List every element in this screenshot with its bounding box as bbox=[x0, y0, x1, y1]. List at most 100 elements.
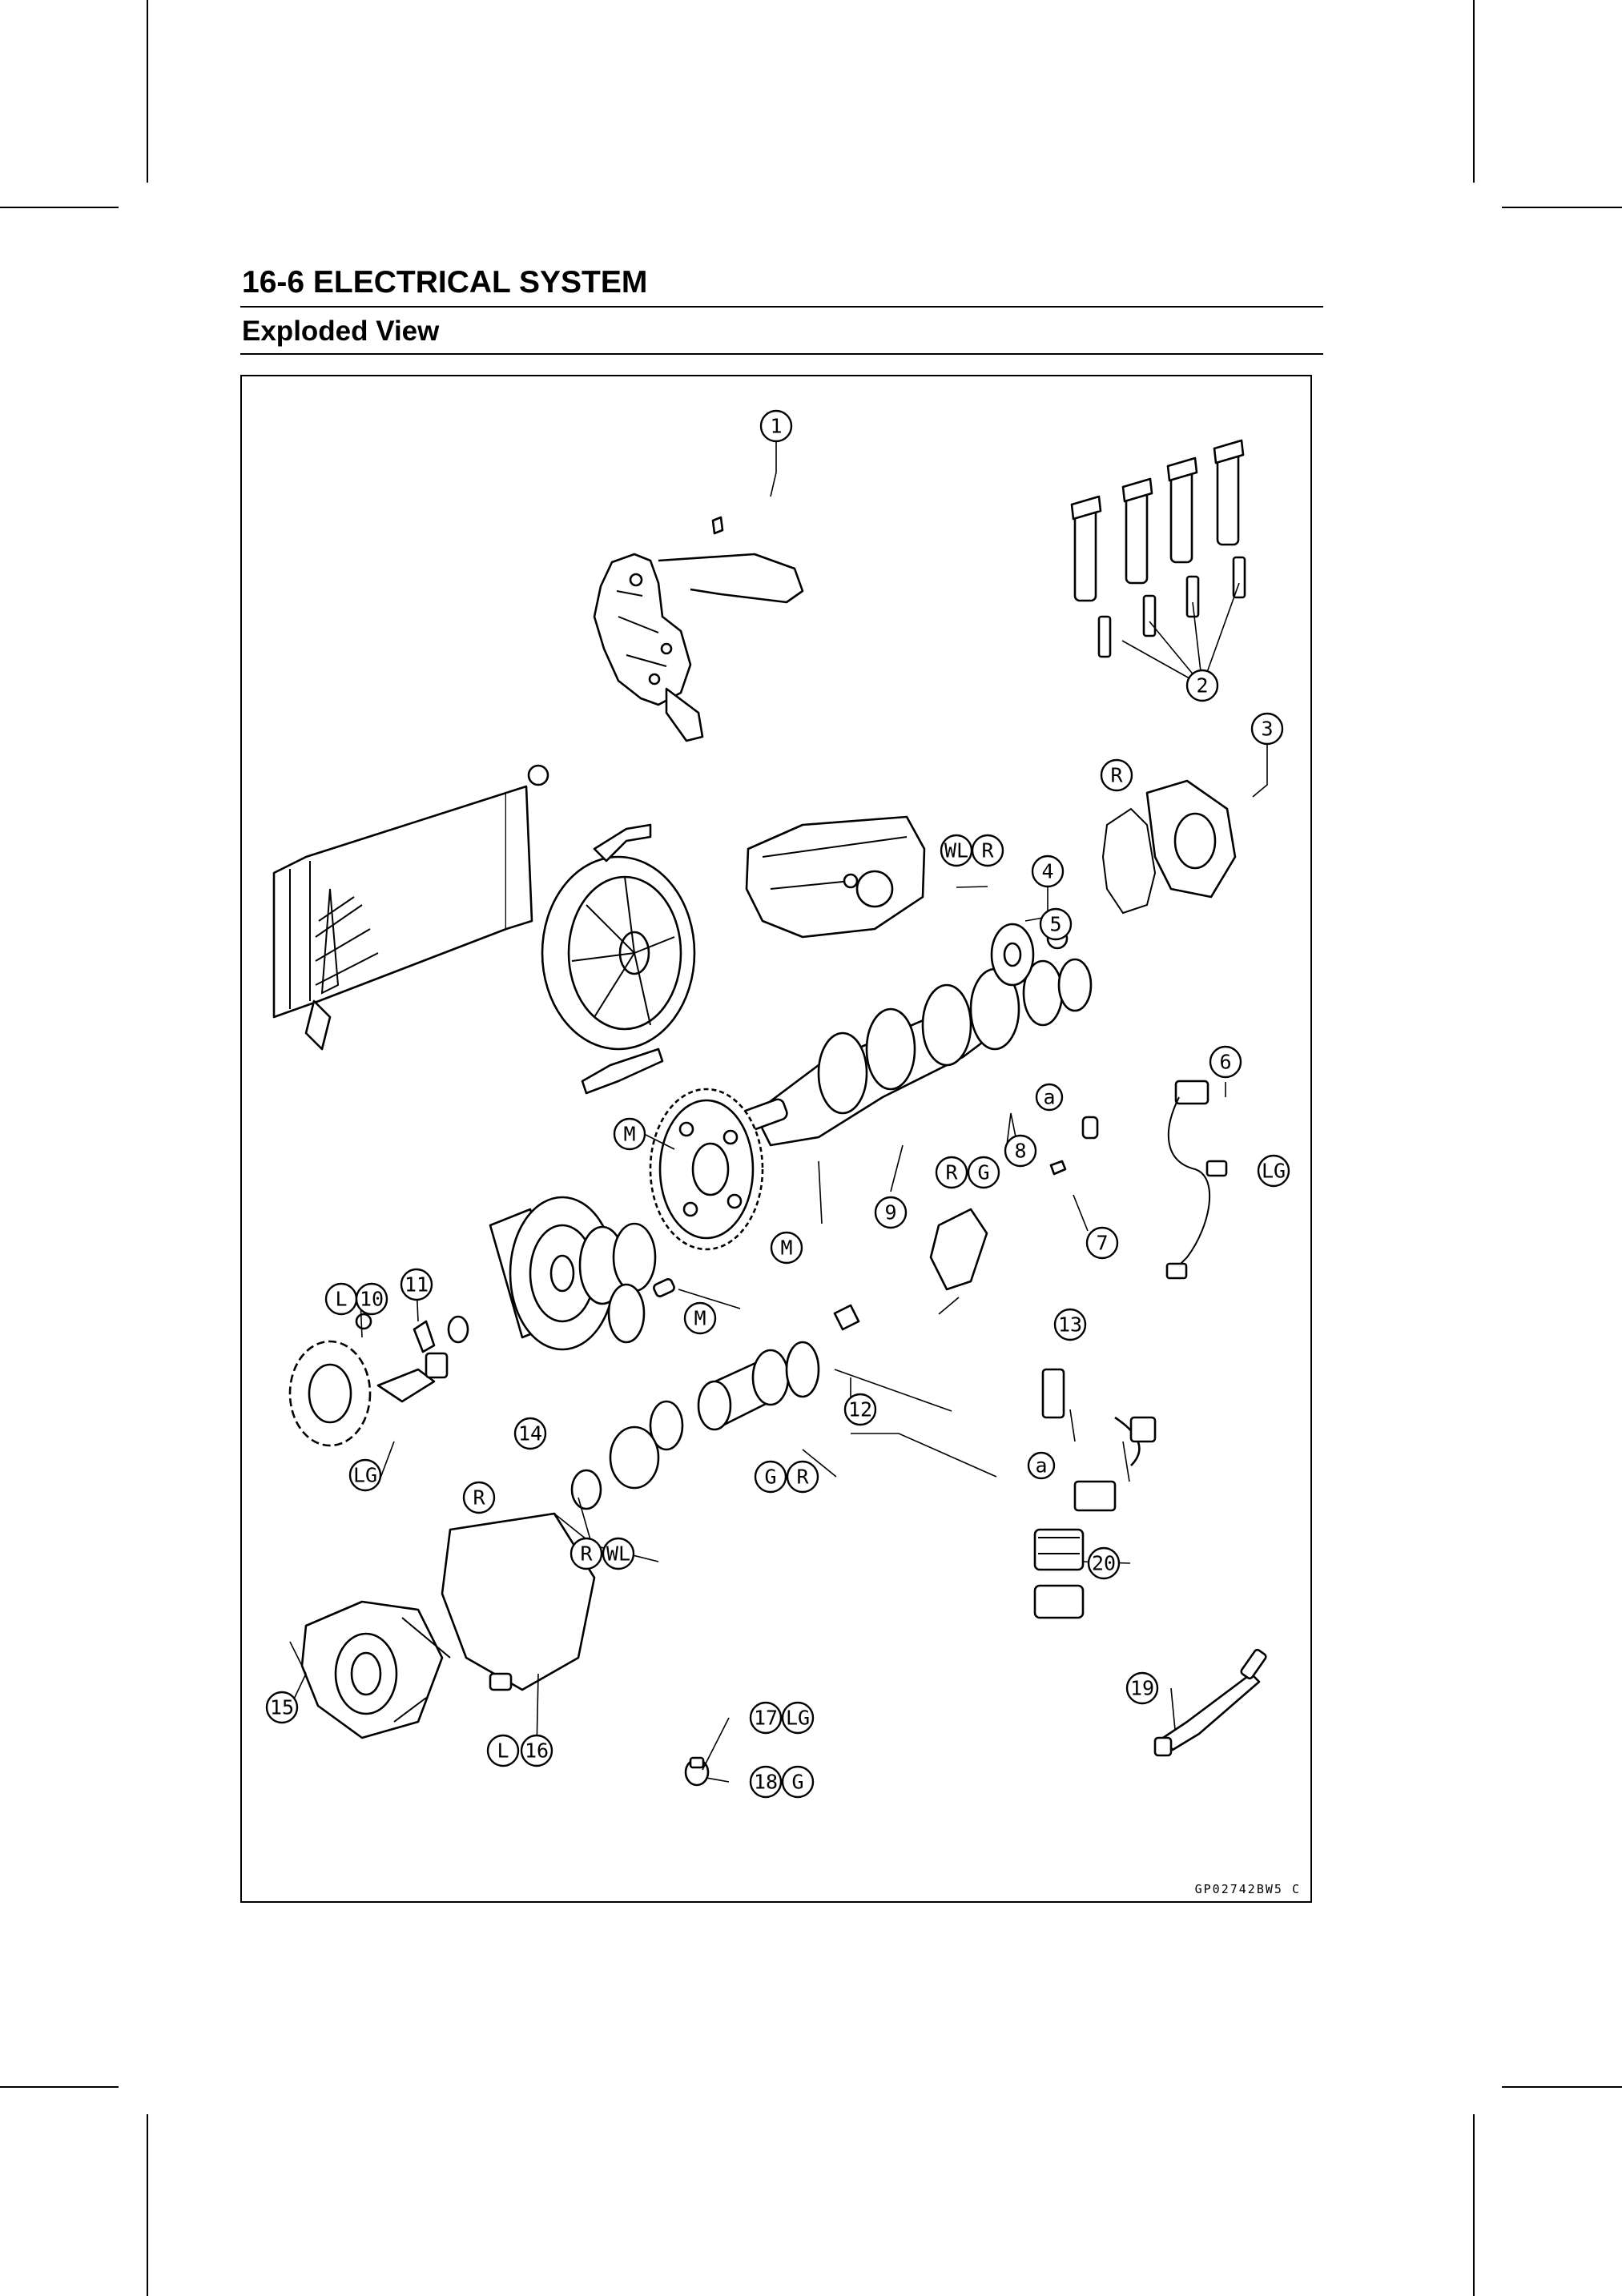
mark-wl: WL bbox=[940, 834, 973, 867]
crop-mark bbox=[147, 2114, 148, 2296]
callout-g: G bbox=[781, 1765, 815, 1799]
callout-4: 4 bbox=[1031, 854, 1065, 888]
crop-mark bbox=[1502, 2086, 1622, 2088]
subsection-title: Exploded View bbox=[242, 316, 440, 347]
svg-text:G: G bbox=[764, 1466, 776, 1489]
mark-m: M bbox=[613, 1117, 646, 1151]
exploded-view-figure: 1 2 3 4 5 6 7 8 9 L 10 11 12 13 14 15 L … bbox=[240, 375, 1312, 1903]
mark-r: R bbox=[971, 834, 1004, 867]
svg-text:R: R bbox=[945, 1161, 958, 1184]
callout-10: 10 bbox=[355, 1282, 388, 1316]
callout-7: 7 bbox=[1085, 1226, 1119, 1260]
svg-text:G: G bbox=[791, 1771, 803, 1794]
flywheel-illustration bbox=[447, 1196, 675, 1351]
callout-14: 14 bbox=[513, 1417, 547, 1450]
figure-code: GP02742BW5 C bbox=[1194, 1882, 1301, 1896]
svg-text:M: M bbox=[694, 1307, 706, 1330]
callout-20: 20 bbox=[1087, 1546, 1121, 1580]
callout-12: 12 bbox=[843, 1393, 877, 1426]
mark-lg: LG bbox=[1257, 1154, 1290, 1188]
callout-18: 18 bbox=[749, 1765, 783, 1799]
svg-text:18: 18 bbox=[754, 1771, 778, 1794]
callout-3: 3 bbox=[1250, 712, 1284, 746]
section-title: 16-6 ELECTRICAL SYSTEM bbox=[242, 265, 648, 300]
mark-a: a bbox=[1027, 1451, 1056, 1480]
sensor-illustration bbox=[833, 1116, 1099, 1331]
svg-text:LG: LG bbox=[1262, 1160, 1286, 1183]
crop-mark bbox=[1473, 0, 1475, 183]
header-rule bbox=[240, 306, 1323, 308]
radiator-illustration bbox=[272, 764, 549, 1051]
bracket-illustration bbox=[593, 516, 804, 742]
svg-text:WL: WL bbox=[944, 839, 968, 863]
mark-r: R bbox=[786, 1460, 819, 1494]
svg-text:M: M bbox=[623, 1123, 635, 1146]
callout-15: 15 bbox=[265, 1691, 299, 1724]
mark-lg: LG bbox=[348, 1458, 382, 1492]
svg-text:9: 9 bbox=[884, 1201, 896, 1224]
gear-illustration bbox=[649, 1088, 764, 1251]
gasket-illustration bbox=[1101, 779, 1237, 915]
callout-19: 19 bbox=[1125, 1671, 1159, 1705]
svg-text:WL: WL bbox=[606, 1542, 630, 1566]
svg-text:15: 15 bbox=[270, 1696, 294, 1719]
svg-text:M: M bbox=[780, 1236, 792, 1260]
mark-m: M bbox=[683, 1301, 717, 1335]
callout-16: 16 bbox=[520, 1734, 553, 1767]
engine-block-illustration bbox=[745, 815, 926, 939]
mark-g: G bbox=[967, 1156, 1000, 1189]
svg-text:1: 1 bbox=[770, 415, 782, 438]
crop-mark bbox=[0, 207, 119, 208]
crankshaft-illustration bbox=[737, 958, 1093, 1147]
svg-text:13: 13 bbox=[1058, 1313, 1082, 1337]
starter-motor-illustration bbox=[570, 1341, 820, 1510]
crop-mark bbox=[0, 2086, 119, 2088]
svg-text:a: a bbox=[1043, 1086, 1055, 1109]
callout-1: 1 bbox=[759, 409, 793, 443]
alternator-cover-illustration bbox=[300, 1512, 596, 1739]
callout-lg: LG bbox=[781, 1701, 815, 1735]
svg-text:G: G bbox=[977, 1161, 989, 1184]
svg-text:14: 14 bbox=[518, 1422, 542, 1446]
svg-text:LG: LG bbox=[353, 1464, 377, 1487]
stator-illustration bbox=[288, 1313, 449, 1447]
svg-text:LG: LG bbox=[786, 1707, 810, 1730]
page-header: 16-6 ELECTRICAL SYSTEM Exploded View bbox=[240, 264, 1323, 355]
svg-text:L: L bbox=[497, 1739, 509, 1763]
mark-g: G bbox=[754, 1460, 787, 1494]
crop-mark bbox=[147, 0, 148, 183]
ignition-coil-illustration bbox=[1070, 439, 1245, 602]
svg-text:17: 17 bbox=[754, 1707, 778, 1730]
callout-5: 5 bbox=[1039, 907, 1073, 941]
oxygen-sensor-illustration bbox=[1153, 1648, 1267, 1757]
mark-r: R bbox=[570, 1537, 603, 1570]
svg-text:7: 7 bbox=[1096, 1232, 1108, 1255]
svg-text:R: R bbox=[796, 1466, 809, 1489]
mark-a: a bbox=[1035, 1083, 1064, 1112]
svg-text:10: 10 bbox=[360, 1288, 384, 1311]
svg-text:11: 11 bbox=[404, 1273, 429, 1297]
callout-l: L bbox=[486, 1734, 520, 1767]
svg-text:4: 4 bbox=[1041, 860, 1053, 883]
mark-m: M bbox=[770, 1231, 803, 1265]
svg-text:6: 6 bbox=[1219, 1051, 1231, 1074]
svg-text:R: R bbox=[981, 839, 994, 863]
callout-9: 9 bbox=[874, 1196, 908, 1229]
svg-text:a: a bbox=[1035, 1454, 1047, 1478]
svg-text:16: 16 bbox=[525, 1739, 549, 1763]
svg-text:3: 3 bbox=[1261, 718, 1273, 741]
svg-text:L: L bbox=[335, 1288, 347, 1311]
mark-r: R bbox=[935, 1156, 968, 1189]
svg-text:R: R bbox=[473, 1486, 485, 1510]
svg-text:R: R bbox=[580, 1542, 593, 1566]
wiring-harness-illustration bbox=[1165, 1080, 1228, 1280]
callout-11: 11 bbox=[400, 1268, 433, 1301]
regulator-illustration bbox=[1033, 1368, 1157, 1619]
callout-2: 2 bbox=[1185, 669, 1219, 702]
svg-text:5: 5 bbox=[1049, 913, 1061, 936]
mark-wl: WL bbox=[602, 1537, 635, 1570]
fan-illustration bbox=[541, 823, 696, 1095]
crop-mark bbox=[1473, 2114, 1475, 2296]
callout-8: 8 bbox=[1004, 1134, 1037, 1168]
callout-13: 13 bbox=[1053, 1308, 1087, 1341]
